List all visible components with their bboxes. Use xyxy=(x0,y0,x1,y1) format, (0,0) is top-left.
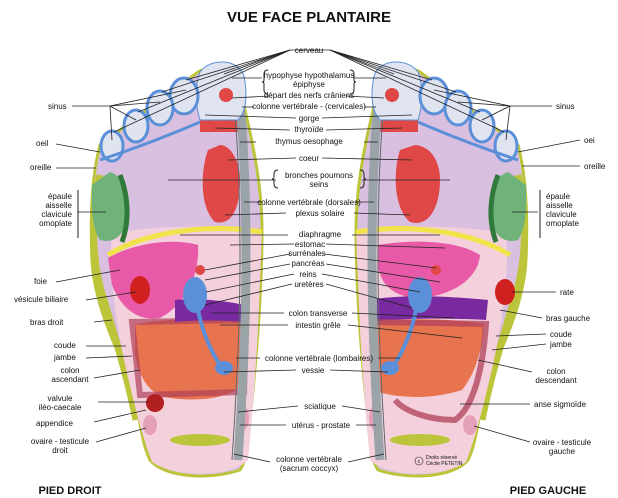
left-thyroid xyxy=(380,120,418,132)
label-seins: seins xyxy=(310,180,329,189)
left-uterus xyxy=(390,434,450,446)
label-l-bras: bras gauche xyxy=(546,314,591,323)
label-r-epaule-2: aisselle xyxy=(45,201,72,210)
right-foot xyxy=(91,62,262,476)
left-adrenal xyxy=(431,265,441,275)
label-ureteres: uretères xyxy=(294,280,323,289)
right-pituitary xyxy=(219,88,233,102)
right-foot-caption: PIED DROIT xyxy=(39,485,102,497)
label-r-foie: foie xyxy=(34,277,47,286)
label-r-vesicule: vésicule biliaire xyxy=(14,295,69,304)
label-coeur: coeur xyxy=(299,154,319,163)
label-l-epaule-3: clavicule xyxy=(546,210,577,219)
label-diaphragme: diaphragme xyxy=(299,230,342,239)
label-l-colon-1: colon xyxy=(546,367,565,376)
label-r-ovaire-1: ovaire - testicule xyxy=(31,437,90,446)
right-foot-labels: sinus oeil oreille épaule aisselle clavi… xyxy=(14,102,90,455)
label-r-bras: bras droit xyxy=(30,318,64,327)
label-l-coude: coude xyxy=(550,330,572,339)
label-l-oreille: oreille xyxy=(584,162,606,171)
label-l-epaule-4: omoplate xyxy=(546,219,579,228)
label-cerveau: cerveau xyxy=(295,46,323,55)
label-lombaires: colonne vertébrale (lombaires) xyxy=(265,354,373,363)
label-r-valvule-2: iléo-caecale xyxy=(39,403,82,412)
copyright-line-2: Cécile PETETIN xyxy=(426,461,463,467)
label-intestin: intestin grêle xyxy=(295,321,341,330)
label-r-valvule-1: valvule xyxy=(48,394,73,403)
label-r-epaule-4: omoplate xyxy=(39,219,72,228)
label-uterus: utérus - prostate xyxy=(292,421,351,430)
label-dorsales: colonne vertébrale (dorsales) xyxy=(257,198,361,207)
label-cervicales: colonne vertébrale - (cervicales) xyxy=(252,102,366,111)
label-r-epaule-3: clavicule xyxy=(41,210,72,219)
label-l-ovaire-1: ovaire - testicule xyxy=(533,438,592,447)
label-l-oeil: oei xyxy=(584,136,595,145)
right-toe-3 xyxy=(147,91,173,125)
label-estomac: estomac xyxy=(295,240,325,249)
label-l-colon-2: descendant xyxy=(535,376,577,385)
label-r-oreille: oreille xyxy=(30,163,52,172)
label-hypophyse: hypophyse hypothalamus xyxy=(264,71,355,80)
label-r-colon-1: colon xyxy=(60,366,79,375)
left-foot-labels: sinus oei oreille épaule aisselle clavic… xyxy=(533,102,606,456)
label-r-colon-2: ascendant xyxy=(52,375,90,384)
label-epiphyse: épiphyse xyxy=(293,80,326,89)
label-l-anse: anse sigmoïde xyxy=(534,400,587,409)
right-kidney xyxy=(183,277,207,313)
label-pancreas: pancréas xyxy=(292,259,325,268)
label-gorge: gorge xyxy=(299,114,320,123)
right-thyroid xyxy=(200,120,238,132)
label-sacrum-2: (sacrum coccyx) xyxy=(280,464,339,473)
right-gallbladder xyxy=(130,276,150,304)
right-adrenal xyxy=(195,265,205,275)
label-thymus: thymus oesophage xyxy=(275,137,343,146)
label-l-sinus: sinus xyxy=(556,102,575,111)
label-l-jambe: jambe xyxy=(549,340,572,349)
right-heart-zone xyxy=(203,145,240,223)
page-title: VUE FACE PLANTAIRE xyxy=(227,9,391,26)
right-ovary xyxy=(143,415,157,435)
right-valve xyxy=(146,394,164,412)
left-foot xyxy=(356,62,527,476)
label-l-epaule-2: aisselle xyxy=(546,201,573,210)
label-surrenales: surrénales xyxy=(288,249,325,258)
label-r-appendice: appendice xyxy=(36,419,73,428)
label-l-rate: rate xyxy=(560,288,574,297)
label-sciatique: sciatique xyxy=(304,402,336,411)
left-ovary xyxy=(463,415,477,435)
label-sacrum-1: colonne vertébrale xyxy=(276,455,342,464)
left-bladder xyxy=(381,361,399,375)
label-r-coude: coude xyxy=(54,341,76,350)
label-nerfs-craniens: départ des nerfs crâniens xyxy=(264,91,354,100)
label-r-oeil: oeil xyxy=(36,139,49,148)
left-pituitary xyxy=(385,88,399,102)
left-toe-3 xyxy=(445,91,471,125)
label-r-sinus: sinus xyxy=(48,102,67,111)
label-plexus: plexus solaire xyxy=(296,209,345,218)
label-l-ovaire-2: gauche xyxy=(549,447,576,456)
label-r-jambe: jambe xyxy=(53,353,76,362)
label-thyroide: thyroïde xyxy=(295,125,324,134)
label-r-ovaire-2: droit xyxy=(52,446,68,455)
label-l-epaule-1: épaule xyxy=(546,192,571,201)
left-foot-caption: PIED GAUCHE xyxy=(510,485,586,497)
label-vessie: vessie xyxy=(302,366,325,375)
label-bronches: bronches poumons xyxy=(285,171,353,180)
label-colon-transverse: colon transverse xyxy=(289,309,348,318)
right-uterus xyxy=(170,434,230,446)
label-reins: reins xyxy=(299,270,316,279)
right-intestine xyxy=(135,319,245,399)
label-r-epaule-1: épaule xyxy=(48,192,73,201)
right-bladder xyxy=(215,361,233,375)
